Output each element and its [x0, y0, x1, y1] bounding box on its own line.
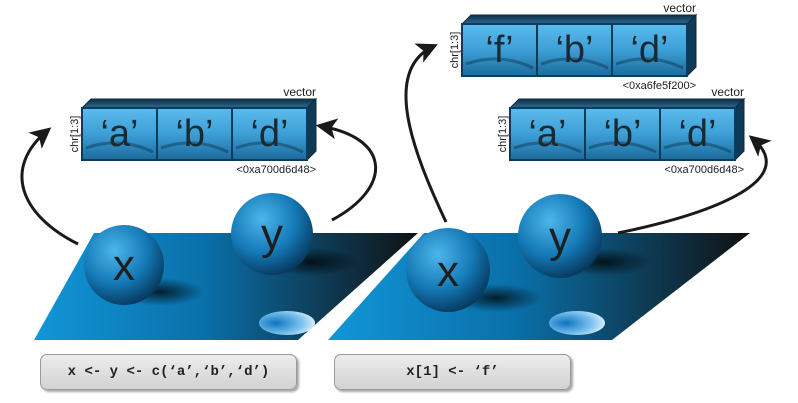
vector-cell: ‘f’: [461, 23, 538, 77]
vector-cell: ‘b’: [584, 107, 661, 161]
ball-y-label: y: [261, 210, 283, 259]
vector-cell-label: ‘b’: [555, 29, 593, 71]
vector-cell: ‘d’: [231, 107, 308, 161]
arrow-x-to-vector: [20, 127, 79, 246]
vector-right-old: ‘a’ ‘b’ ‘d’ vector <0xa700d6d48> chr[1:3]: [497, 85, 746, 176]
vector-dim-label: chr[1:3]: [497, 116, 509, 153]
arrow-x2-to-new-vector: [404, 43, 448, 223]
vector-address-label: <0xa700d6d48>: [236, 164, 316, 176]
vector-dim-label: chr[1:3]: [449, 32, 461, 69]
vector-side-face: [686, 13, 697, 78]
vector-side-face: [306, 97, 317, 162]
right-panel: x y: [328, 43, 772, 340]
ball-y: y: [231, 193, 313, 275]
vector-cell-label: ‘b’: [603, 113, 641, 155]
vector-cell: ‘a’: [509, 107, 586, 161]
vector-cell-label: ‘d’: [678, 113, 716, 155]
vector-top-face: [460, 14, 698, 25]
vector-right-new: ‘f’ ‘b’ ‘d’ vector <0xa6fe5f200> chr[1:3]: [449, 1, 698, 92]
vector-cell: ‘b’: [156, 107, 233, 161]
vector-type-label: vector: [711, 85, 744, 99]
ball-y2-label: y: [549, 213, 571, 262]
vector-cell-label: ‘b’: [175, 113, 213, 155]
arrow-y2-to-old-vector: [617, 135, 772, 235]
vector-cell-label: ‘f’: [485, 29, 513, 71]
ball-x2-label: x: [437, 247, 459, 296]
vector-cell-label: ‘d’: [630, 29, 668, 71]
ball-x-label: x: [113, 241, 135, 290]
code-left-text: x <- y <- c(‘a’,‘b’,‘d’): [67, 364, 270, 380]
ball-x2: x: [406, 228, 490, 312]
vector-cell: ‘a’: [81, 107, 158, 161]
vector-cell: ‘d’: [611, 23, 688, 77]
vector-type-label: vector: [283, 85, 316, 99]
code-box-right: x[1] <- ‘f’: [334, 354, 571, 390]
vectors-layer: ‘a’‘b’‘d’vector<0xa700d6d48>chr[1:3]‘f’‘…: [69, 1, 746, 176]
vector-address-label: <0xa6fe5f200>: [623, 80, 696, 92]
vector-cell: ‘b’: [536, 23, 613, 77]
left-hole: [259, 311, 315, 335]
vector-type-label: vector: [663, 1, 696, 15]
vector-left: ‘a’ ‘b’ ‘d’ vector <0xa700d6d48> chr[1:3]: [69, 85, 318, 176]
ball-x: x: [84, 225, 164, 305]
vector-top-face: [508, 98, 746, 109]
vector-address-label: <0xa700d6d48>: [664, 164, 744, 176]
ball-y2: y: [518, 194, 602, 278]
vector-dim-label: chr[1:3]: [69, 116, 81, 153]
vector-side-face: [734, 97, 745, 162]
vector-cell-label: ‘a’: [100, 113, 138, 155]
vector-cell-label: ‘d’: [250, 113, 288, 155]
left-panel: x y: [20, 118, 418, 340]
arrow-y-to-vector: [315, 118, 377, 222]
code-right-text: x[1] <- ‘f’: [406, 364, 499, 380]
vector-cell-label: ‘a’: [528, 113, 566, 155]
code-box-left: x <- y <- c(‘a’,‘b’,‘d’): [40, 354, 297, 390]
right-hole: [549, 311, 605, 335]
vector-top-face: [80, 98, 318, 109]
vector-cell: ‘d’: [659, 107, 736, 161]
